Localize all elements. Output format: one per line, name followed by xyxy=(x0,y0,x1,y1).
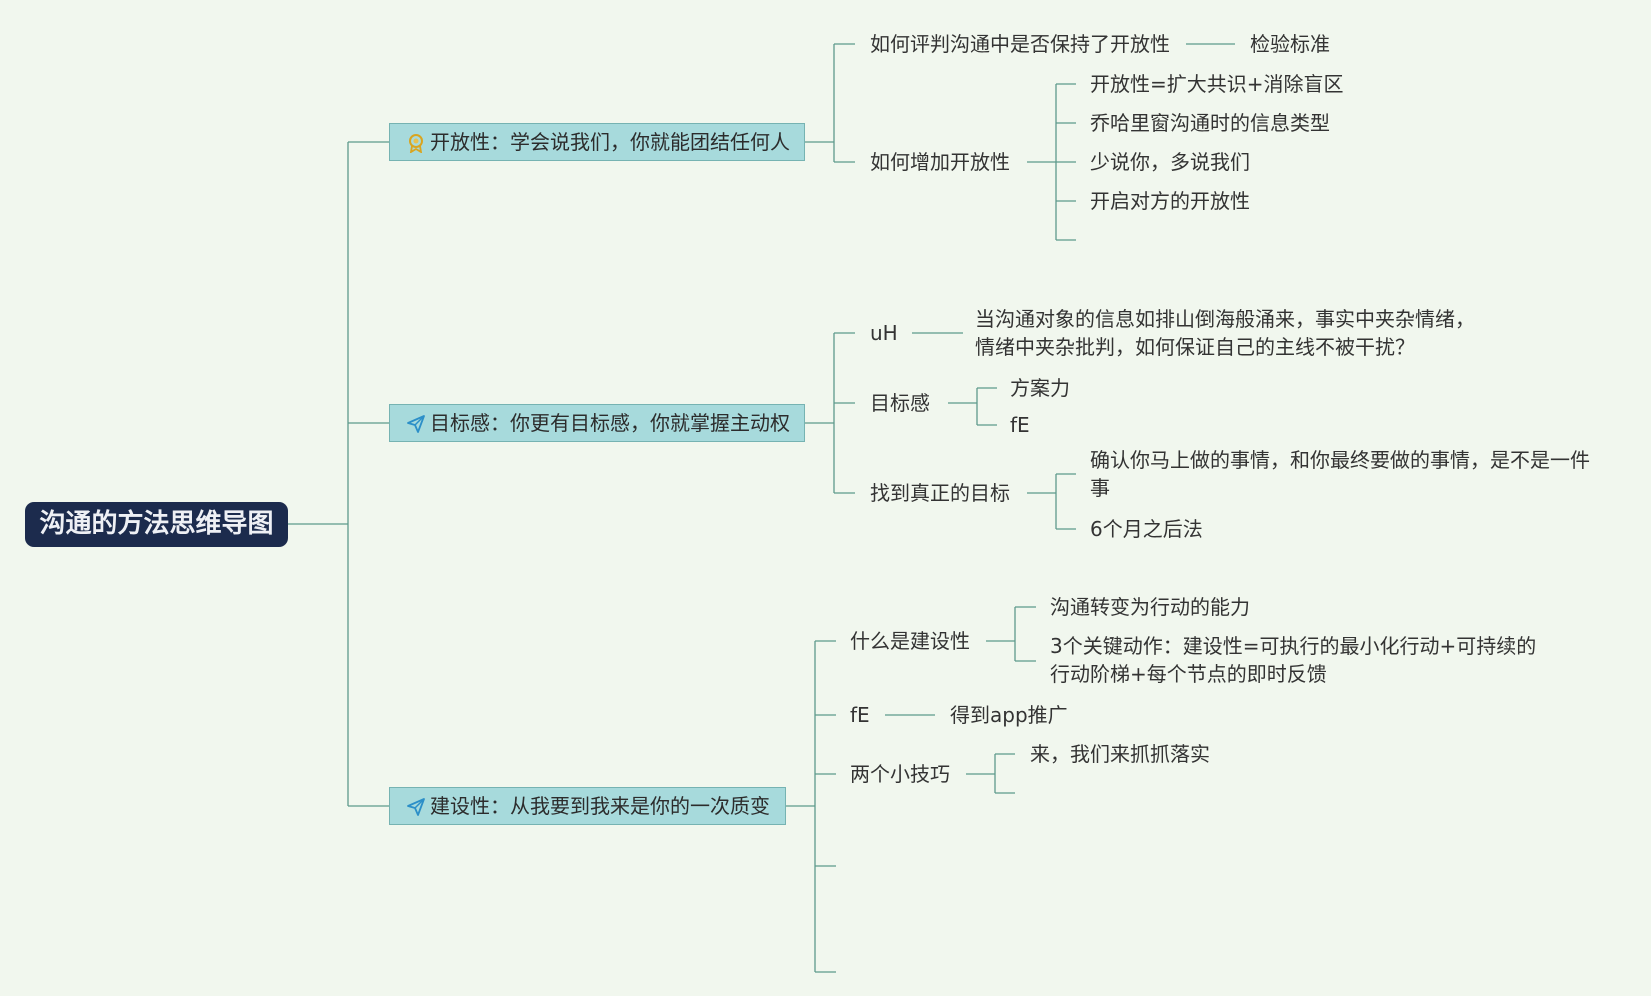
paper-plane-icon xyxy=(407,798,425,816)
topic-johari-window[interactable]: 乔哈里窗沟通时的信息类型 xyxy=(1090,111,1330,135)
topic-goal-sense[interactable]: 目标感 xyxy=(870,391,930,415)
topic-fe-2[interactable]: fE xyxy=(850,703,870,727)
topic-to-action[interactable]: 沟通转变为行动的能力 xyxy=(1050,595,1250,619)
topic-six-months[interactable]: 6个月之后法 xyxy=(1090,517,1203,541)
topic-implement[interactable]: 来，我们来抓抓落实 xyxy=(1030,742,1210,766)
branch-goal-sense[interactable]: 目标感：你更有目标感，你就掌握主动权 xyxy=(389,404,805,442)
topic-three-actions[interactable]: 3个关键动作：建设性=可执行的最小化行动+可持续的行动阶梯+每个节点的即时反馈 xyxy=(1050,634,1537,686)
branch-openness[interactable]: 开放性：学会说我们，你就能团结任何人 xyxy=(389,123,805,161)
medal-icon xyxy=(409,134,423,153)
topic-find-real-goal[interactable]: 找到真正的目标 xyxy=(870,481,1010,505)
topic-info-flood[interactable]: 当沟通对象的信息如排山倒海般涌来，事实中夹杂情绪，情绪中夹杂批判，如何保证自己的… xyxy=(975,307,1475,359)
topic-say-we[interactable]: 少说你，多说我们 xyxy=(1090,150,1250,174)
topic-app-promo[interactable]: 得到app推广 xyxy=(950,703,1068,727)
topic-two-tips[interactable]: 两个小技巧 xyxy=(850,762,950,786)
topic-uh[interactable]: uH xyxy=(870,321,898,345)
topic-solution-power[interactable]: 方案力 xyxy=(1010,376,1070,400)
topic-increase-openness[interactable]: 如何增加开放性 xyxy=(870,150,1010,174)
topic-test-standard[interactable]: 检验标准 xyxy=(1250,32,1330,56)
topic-open-other-side[interactable]: 开启对方的开放性 xyxy=(1090,189,1250,213)
paper-plane-icon xyxy=(407,415,425,433)
branch-label: 目标感：你更有目标感，你就掌握主动权 xyxy=(430,411,790,435)
branch-constructive[interactable]: 建设性：从我要到我来是你的一次质变 xyxy=(389,787,786,825)
topic-confirm-goal[interactable]: 确认你马上做的事情，和你最终要做的事情，是不是一件事 xyxy=(1090,448,1590,500)
branch-label: 开放性：学会说我们，你就能团结任何人 xyxy=(430,130,790,154)
topic-what-constructive[interactable]: 什么是建设性 xyxy=(850,629,970,653)
topic-evaluate-openness[interactable]: 如何评判沟通中是否保持了开放性 xyxy=(870,32,1170,56)
root-node[interactable]: 沟通的方法思维导图 xyxy=(25,502,288,547)
branch-label: 建设性：从我要到我来是你的一次质变 xyxy=(430,794,770,818)
topic-fe[interactable]: fE xyxy=(1010,413,1030,437)
topic-openness-formula[interactable]: 开放性=扩大共识+消除盲区 xyxy=(1090,72,1344,96)
